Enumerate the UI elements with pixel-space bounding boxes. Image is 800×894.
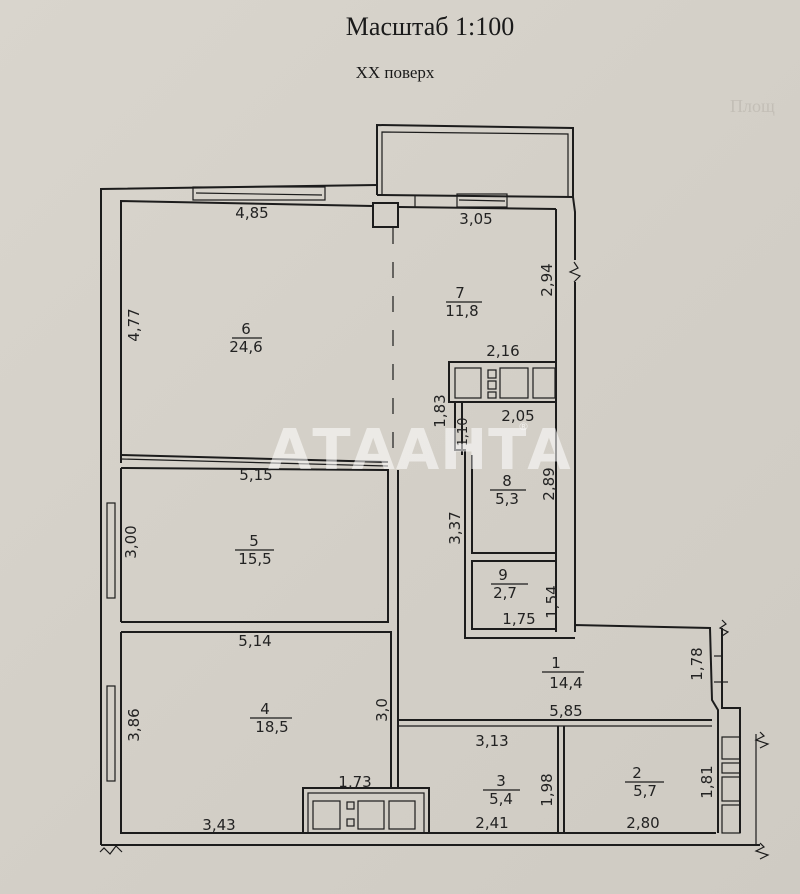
svg-text:24,6: 24,6 [229,338,262,356]
svg-text:1,81: 1,81 [698,765,716,798]
svg-text:7: 7 [455,284,465,302]
svg-text:3,13: 3,13 [475,732,508,750]
floor-label: XX поверх [355,63,435,82]
room-3-label: 3 5,4 [483,772,520,808]
svg-text:2,41: 2,41 [475,814,508,832]
watermark-logo: АТААНТА [268,418,572,483]
outer-walls [100,184,582,845]
svg-text:5,4: 5,4 [489,790,513,808]
svg-text:5,7: 5,7 [633,782,657,800]
svg-text:5,14: 5,14 [238,632,271,650]
registered-mark: ® [518,420,529,433]
svg-text:2,89: 2,89 [540,467,558,500]
svg-text:1,75: 1,75 [502,610,535,628]
svg-text:5,15: 5,15 [239,466,272,484]
dimension-labels: 4,85 4,77 3,05 2,94 2,16 1,83 2,05 1,10 … [122,204,716,834]
svg-text:6: 6 [241,320,251,338]
svg-text:1: 1 [551,654,561,672]
svg-text:2,16: 2,16 [486,342,519,360]
room-4-label: 4 18,5 [250,700,292,736]
svg-text:5,3: 5,3 [495,490,519,508]
svg-text:1,78: 1,78 [688,647,706,680]
svg-text:2,05: 2,05 [501,407,534,425]
room-8-label: 8 5,3 [490,472,526,508]
svg-text:15,5: 15,5 [238,550,271,568]
svg-text:2,7: 2,7 [493,584,517,602]
svg-text:4: 4 [260,700,270,718]
svg-text:3,05: 3,05 [459,210,492,228]
balcony [376,123,574,197]
svg-text:3,43: 3,43 [202,816,235,834]
svg-text:3,0: 3,0 [373,698,391,722]
svg-text:1,73: 1,73 [338,773,371,791]
svg-text:8: 8 [502,472,512,490]
room-5-label: 5 15,5 [235,532,274,568]
svg-text:5: 5 [249,532,259,550]
svg-text:2,80: 2,80 [626,814,659,832]
svg-text:2,94: 2,94 [538,263,556,296]
svg-text:1,54: 1,54 [543,585,561,618]
svg-text:3,37: 3,37 [446,511,464,544]
svg-text:14,4: 14,4 [549,674,582,692]
svg-text:1,83: 1,83 [431,394,449,427]
room-7-label: 7 11,8 [445,284,482,320]
svg-text:11,8: 11,8 [445,302,478,320]
svg-text:5,85: 5,85 [549,702,582,720]
svg-text:18,5: 18,5 [255,718,288,736]
room-2-label: 2 5,7 [625,764,664,800]
svg-text:2: 2 [632,764,642,782]
room-1-label: 1 14,4 [542,654,584,692]
svg-text:4,85: 4,85 [235,204,268,222]
svg-text:4,77: 4,77 [125,308,143,341]
room-9-label: 9 2,7 [491,566,528,602]
svg-text:3: 3 [496,772,506,790]
svg-text:3,86: 3,86 [125,708,143,741]
svg-text:3,00: 3,00 [122,525,140,558]
svg-text:1,98: 1,98 [538,773,556,806]
bleed-through-text: Площ [730,96,775,116]
interior-walls [99,361,770,860]
svg-text:9: 9 [498,566,508,584]
scale-title: Масштаб 1:100 [345,12,515,41]
room-6-label: 6 24,6 [229,320,262,356]
svg-text:1,10: 1,10 [456,418,471,447]
